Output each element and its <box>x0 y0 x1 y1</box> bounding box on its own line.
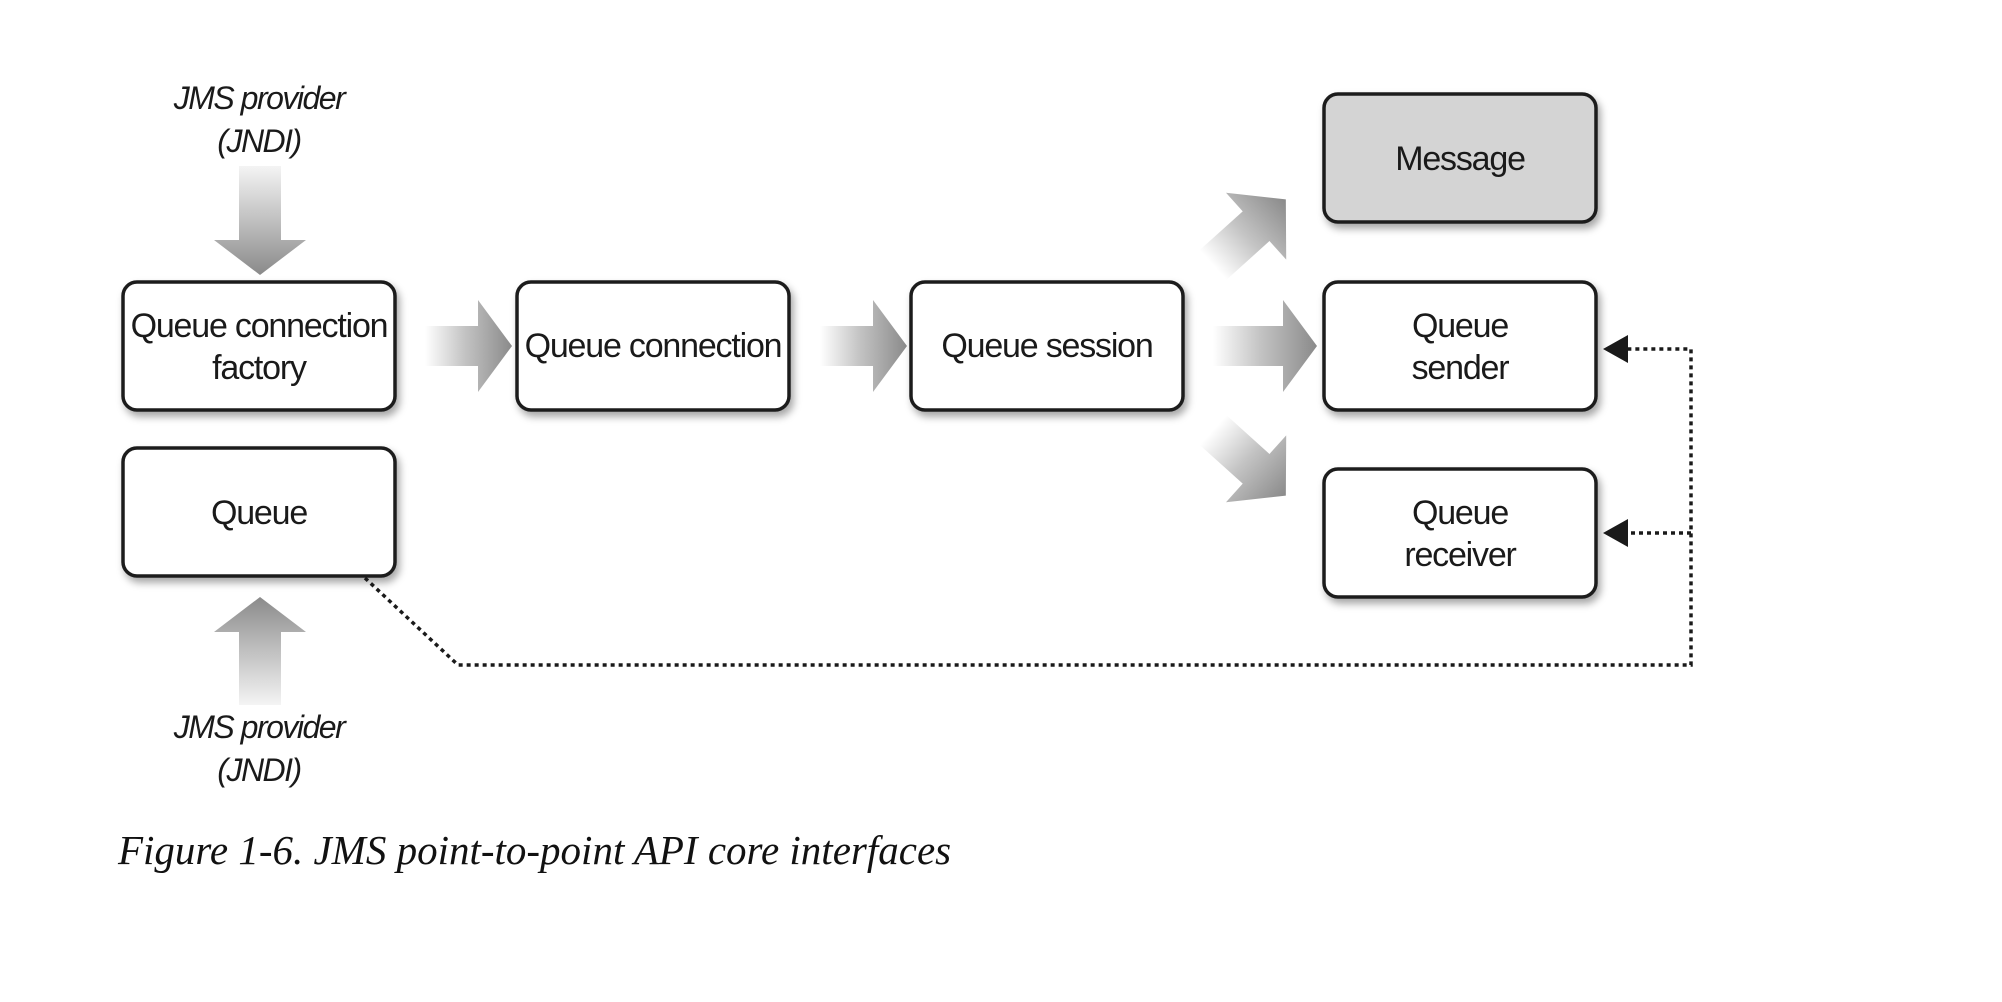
jms-provider-bottom-label: JMS provider (JNDI) <box>173 709 349 788</box>
queue-label: Queue <box>211 494 307 532</box>
provider-up-arrow <box>214 597 306 705</box>
message-box: Message <box>1322 92 1598 224</box>
figure-caption: Figure 1-6. JMS point-to-point API core … <box>118 827 952 873</box>
provider-down-arrow <box>214 166 306 275</box>
provider-bottom-line1: JMS provider <box>173 709 347 745</box>
queue-connection-factory-line1: Queue connection <box>131 307 388 345</box>
queue-session-box: Queue session <box>909 280 1185 412</box>
session-to-sender-arrow <box>1213 300 1317 392</box>
queue-receiver-line2: receiver <box>1404 536 1516 574</box>
sender-dotted-arrowhead <box>1603 335 1628 363</box>
jms-provider-top-label: JMS provider (JNDI) <box>173 80 349 159</box>
queue-session-label: Queue session <box>941 327 1152 365</box>
queue-reference-dotted-line <box>363 347 1693 667</box>
queue-connection-label: Queue connection <box>525 327 782 365</box>
queue-receiver-box: Queue receiver <box>1322 467 1598 599</box>
queue-connection-factory-line2: factory <box>212 349 307 387</box>
receiver-dotted-arrowhead <box>1603 519 1628 547</box>
queue-sender-box: Queue sender <box>1322 280 1598 412</box>
queue-sender-line2: sender <box>1412 349 1510 387</box>
queue-receiver-line1: Queue <box>1412 494 1508 532</box>
provider-top-line2: (JNDI) <box>217 123 300 159</box>
provider-bottom-line2: (JNDI) <box>217 752 300 788</box>
message-label: Message <box>1395 140 1525 178</box>
queue-connection-factory-box: Queue connection factory <box>121 280 397 412</box>
connection-to-session-arrow <box>820 300 907 392</box>
queue-connection-box: Queue connection <box>515 280 791 412</box>
factory-to-connection-arrow <box>425 300 512 392</box>
provider-top-line1: JMS provider <box>173 80 347 116</box>
session-to-receiver-arrow <box>1199 415 1287 503</box>
queue-sender-line1: Queue <box>1412 307 1508 345</box>
session-to-message-arrow <box>1199 192 1287 280</box>
queue-box: Queue <box>121 446 397 578</box>
